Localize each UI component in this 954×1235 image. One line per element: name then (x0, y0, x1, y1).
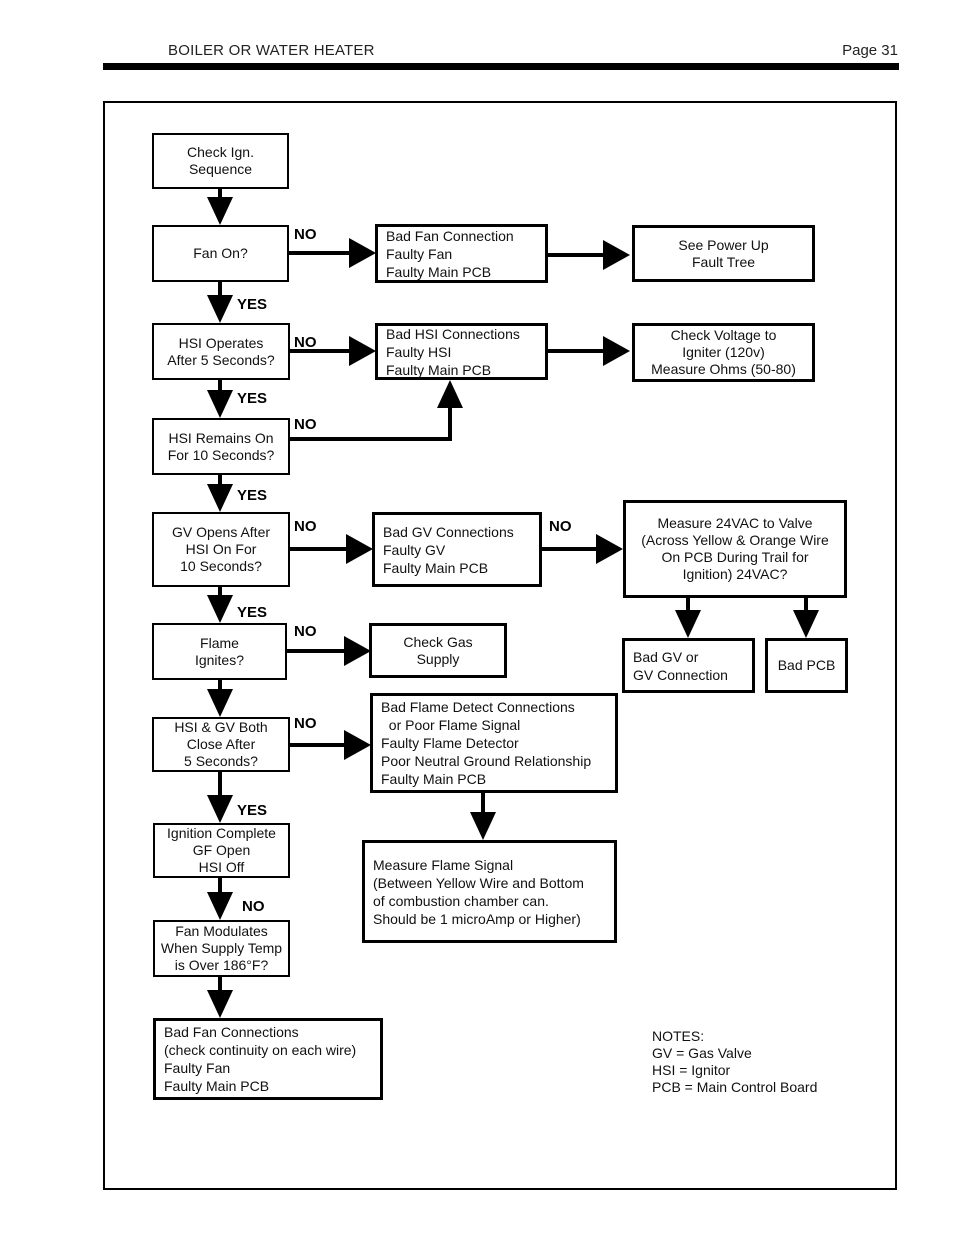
notes-item-gv: GV = Gas Valve (652, 1045, 752, 1061)
flow-box-see-power-up-fault-tree: See Power Up Fault Tree (632, 225, 815, 282)
flow-arrow-stem (804, 596, 808, 610)
flow-arrow-stem (288, 251, 350, 255)
flow-arrowhead-right-icon (346, 534, 373, 564)
flow-arrow-stem (686, 596, 690, 610)
flow-arrow-stem (218, 975, 222, 990)
flow-box-flame-ignites: Flame Ignites? (152, 623, 287, 680)
flow-arrow-stem (481, 791, 485, 812)
flow-arrowhead-down-icon (470, 812, 496, 840)
flow-arrow-stem (218, 585, 222, 595)
flow-box-bad-hsi-connections: Bad HSI Connections Faulty HSI Faulty Ma… (375, 323, 548, 380)
flow-box-hsi-remains-on: HSI Remains On For 10 Seconds? (152, 418, 290, 475)
flow-arrowhead-right-icon (344, 636, 371, 666)
flow-arrow-stem (540, 547, 598, 551)
label-no-ignition-complete: NO (242, 898, 265, 915)
flow-arrowhead-right-icon (349, 238, 376, 268)
flow-box-check-ign-sequence: Check Ign. Sequence (152, 133, 289, 189)
flow-arrow-stem (288, 743, 346, 747)
flow-box-bad-fan-connection: Bad Fan Connection Faulty Fan Faulty Mai… (375, 224, 548, 283)
flow-arrowhead-down-icon (207, 795, 233, 823)
label-no-hsi-remains: NO (294, 416, 317, 433)
flow-box-measure-flame-signal: Measure Flame Signal (Between Yellow Wir… (362, 840, 617, 943)
flow-arrow-stem (218, 678, 222, 689)
notes-item-pcb: PCB = Main Control Board (652, 1079, 818, 1095)
flow-arrowhead-down-icon (207, 197, 233, 225)
flow-arrow-stem (288, 349, 350, 353)
flow-arrow-stem (218, 473, 222, 484)
flow-arrow-stem (546, 349, 604, 353)
flow-arrow-stem (288, 437, 452, 441)
flow-box-ignition-complete: Ignition Complete GF Open HSI Off (153, 823, 290, 878)
flow-arrow-stem (288, 547, 348, 551)
flow-arrowhead-down-icon (793, 610, 819, 638)
flow-arrow-stem (218, 280, 222, 295)
flow-arrowhead-right-icon (349, 336, 376, 366)
flow-box-bad-flame-detect: Bad Flame Detect Connections or Poor Fla… (370, 693, 618, 793)
flow-arrowhead-down-icon (207, 990, 233, 1018)
flow-arrowhead-right-icon (603, 240, 630, 270)
flow-arrowhead-down-icon (207, 689, 233, 717)
label-no-hsi-gv-close: NO (294, 715, 317, 732)
flow-arrowhead-down-icon (207, 484, 233, 512)
flow-arrowhead-down-icon (207, 295, 233, 323)
flow-box-check-gas-supply: Check Gas Supply (369, 623, 507, 678)
flow-box-bad-gv-or-connection: Bad GV or GV Connection (622, 638, 755, 693)
page-title: BOILER OR WATER HEATER (168, 42, 375, 59)
flow-box-hsi-gv-both-close: HSI & GV Both Close After 5 Seconds? (152, 717, 290, 772)
flow-box-fan-modulates: Fan Modulates When Supply Temp is Over 1… (153, 920, 290, 977)
flow-arrowhead-down-icon (675, 610, 701, 638)
label-no-bad-gv: NO (549, 518, 572, 535)
flow-arrowhead-down-icon (207, 892, 233, 920)
flow-arrow-stem (218, 770, 222, 795)
flow-arrow-stem (218, 876, 222, 892)
label-yes-hsi-operates: YES (237, 390, 268, 407)
label-yes-hsi-remains: YES (237, 487, 268, 504)
flow-box-gv-opens: GV Opens After HSI On For 10 Seconds? (152, 512, 290, 587)
flow-arrow-stem (285, 649, 347, 653)
flow-arrowhead-right-icon (603, 336, 630, 366)
flow-arrowhead-up-icon (437, 380, 463, 408)
flow-box-bad-fan-connections: Bad Fan Connections (check continuity on… (153, 1018, 383, 1100)
label-no-fan-on: NO (294, 226, 317, 243)
flow-arrow-stem (448, 408, 452, 441)
label-yes-fan-on: YES (237, 296, 268, 313)
label-yes-gv-opens: YES (237, 604, 268, 621)
flow-box-fan-on: Fan On? (152, 225, 289, 282)
label-no-flame-ignites: NO (294, 623, 317, 640)
flow-box-hsi-operates: HSI Operates After 5 Seconds? (152, 323, 290, 380)
page-number: Page 31 (842, 42, 898, 59)
flow-box-bad-pcb: Bad PCB (765, 638, 848, 693)
notes-item-hsi: HSI = Ignitor (652, 1062, 731, 1078)
header-rule (103, 63, 899, 70)
flow-box-bad-gv-connections: Bad GV Connections Faulty GV Faulty Main… (372, 512, 542, 587)
flow-arrow-stem (546, 253, 604, 257)
flow-box-check-voltage-igniter: Check Voltage to Igniter (120v) Measure … (632, 323, 815, 382)
flow-arrowhead-down-icon (207, 390, 233, 418)
label-no-hsi-operates: NO (294, 334, 317, 351)
flow-arrow-stem (218, 378, 222, 390)
flow-box-measure-24vac: Measure 24VAC to Valve (Across Yellow & … (623, 500, 847, 598)
label-yes-hsi-gv-close: YES (237, 802, 268, 819)
notes: NOTES: GV = Gas Valve HSI = Ignitor PCB … (652, 1028, 817, 1096)
label-no-gv-opens: NO (294, 518, 317, 535)
notes-title: NOTES: (652, 1028, 705, 1044)
flow-arrowhead-right-icon (344, 730, 371, 760)
flow-arrowhead-down-icon (207, 595, 233, 623)
flow-arrowhead-right-icon (596, 534, 623, 564)
flow-arrow-stem (218, 187, 222, 197)
